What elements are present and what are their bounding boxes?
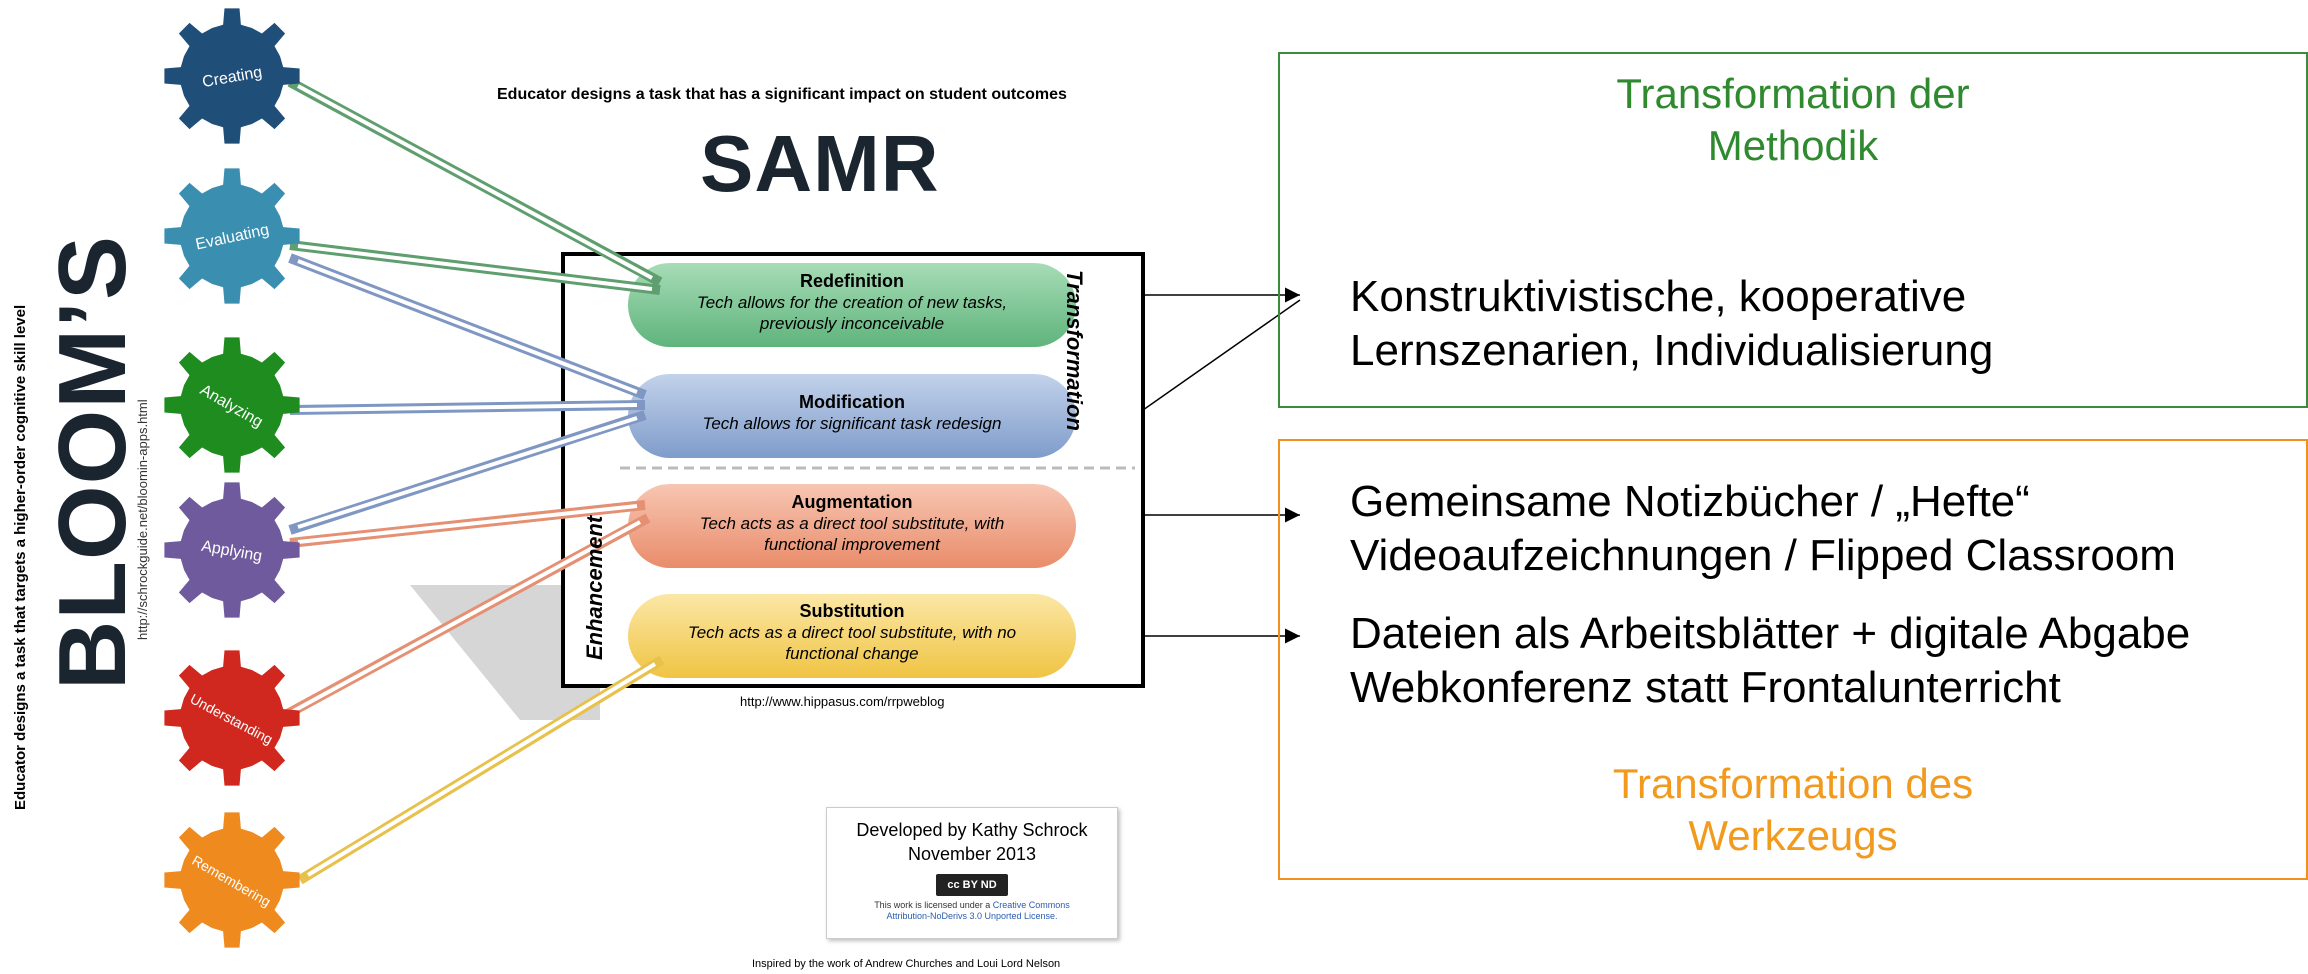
redefinition-title: Redefinition xyxy=(800,271,904,291)
methodik-panel xyxy=(1278,52,2308,408)
modification-text: Modification Tech allows for significant… xyxy=(650,392,1054,434)
augmentation-desc2: functional improvement xyxy=(764,535,940,554)
gear-remembering xyxy=(164,812,300,948)
modification-title: Modification xyxy=(799,392,905,412)
pill-redefinition xyxy=(628,263,1076,347)
license-link1[interactable]: Creative Commons xyxy=(992,900,1070,910)
redefinition-desc2: previously inconceivable xyxy=(759,314,945,333)
gear-analyzing xyxy=(164,337,300,473)
bloom-url: http://schrockguide.net/bloomin-apps.htm… xyxy=(135,399,150,640)
augmentation-text: Augmentation Tech acts as a direct tool … xyxy=(650,492,1054,555)
werkzeug-heading: Transformation des Werkzeugs xyxy=(1278,758,2308,862)
credit-box: Developed by Kathy Schrock November 2013… xyxy=(826,807,1118,939)
pill-modification xyxy=(628,374,1076,458)
pill-augmentation xyxy=(628,484,1076,568)
samr-top-caption: Educator designs a task that has a signi… xyxy=(497,86,1067,103)
methodik-bullet: Konstruktivistische, kooperative Lernsze… xyxy=(1350,270,1993,378)
credit-line1: Developed by Kathy Schrock xyxy=(856,820,1088,840)
modification-desc: Tech allows for significant task redesig… xyxy=(702,414,1002,433)
samr-title: SAMR xyxy=(700,119,940,208)
pill-substitution xyxy=(628,594,1076,678)
methodik-heading-line1: Transformation der xyxy=(1616,70,1970,117)
bloom-side-caption: Educator designs a task that targets a h… xyxy=(12,304,29,810)
methodik-bullet-line2: Lernszenarien, Individualisierung xyxy=(1350,326,1994,375)
augmentation-desc: Tech acts as a direct tool substitute, w… xyxy=(699,514,1005,533)
werkzeug-bullet-2-line2: Webkonferenz statt Frontalunterricht xyxy=(1350,663,2061,712)
transformation-label: Transformation xyxy=(1062,270,1087,431)
methodik-bullet-line1: Konstruktivistische, kooperative xyxy=(1350,272,1967,321)
substitution-desc2: functional change xyxy=(785,644,919,663)
gear-applying xyxy=(164,482,300,618)
substitution-text: Substitution Tech acts as a direct tool … xyxy=(650,601,1054,664)
gear-creating xyxy=(164,8,300,144)
werkzeug-bullet-2: Dateien als Arbeitsblätter + digitale Ab… xyxy=(1350,607,2190,715)
gear-understanding xyxy=(164,650,300,786)
license-note: This work is licensed under a Creative C… xyxy=(827,900,1117,922)
werkzeug-bullet-1: Gemeinsame Notizbücher / „Hefte“ Videoau… xyxy=(1350,475,2176,583)
redefinition-desc: Tech allows for the creation of new task… xyxy=(696,293,1008,312)
license-link2[interactable]: Attribution-NoDerivs 3.0 Unported Licens… xyxy=(886,911,1058,921)
werkzeug-bullet-2-line1: Dateien als Arbeitsblätter + digitale Ab… xyxy=(1350,609,2191,658)
inspired-caption: Inspired by the work of Andrew Churches … xyxy=(752,958,1061,970)
bloom-title: BLOOM’S xyxy=(39,235,146,690)
enhancement-label: Enhancement xyxy=(582,515,607,660)
augmentation-title: Augmentation xyxy=(791,492,913,512)
credit-line2: November 2013 xyxy=(907,844,1037,864)
werkzeug-bullet-1-line2: Videoaufzeichnungen / Flipped Classroom xyxy=(1350,531,2176,580)
werkzeug-bullet-1-line1: Gemeinsame Notizbücher / „Hefte“ xyxy=(1350,477,2030,526)
methodik-heading: Transformation der Methodik xyxy=(1278,68,2308,172)
hippasus-url: http://www.hippasus.com/rrpweblog xyxy=(740,694,945,709)
gear-evaluating xyxy=(164,168,300,304)
werkzeug-heading-line1: Transformation des xyxy=(1612,760,1974,807)
arrow-modification-panel xyxy=(1142,299,1301,411)
substitution-title: Substitution xyxy=(799,601,905,621)
cc-license-badge: cc BY ND xyxy=(936,874,1008,896)
methodik-heading-line2: Methodik xyxy=(1707,122,1879,169)
redefinition-text: Redefinition Tech allows for the creatio… xyxy=(650,271,1054,334)
werkzeug-heading-line2: Werkzeugs xyxy=(1688,812,1898,859)
license-prefix: This work is licensed under a xyxy=(874,900,991,910)
substitution-desc: Tech acts as a direct tool substitute, w… xyxy=(687,623,1017,642)
werkzeug-panel xyxy=(1278,439,2308,880)
